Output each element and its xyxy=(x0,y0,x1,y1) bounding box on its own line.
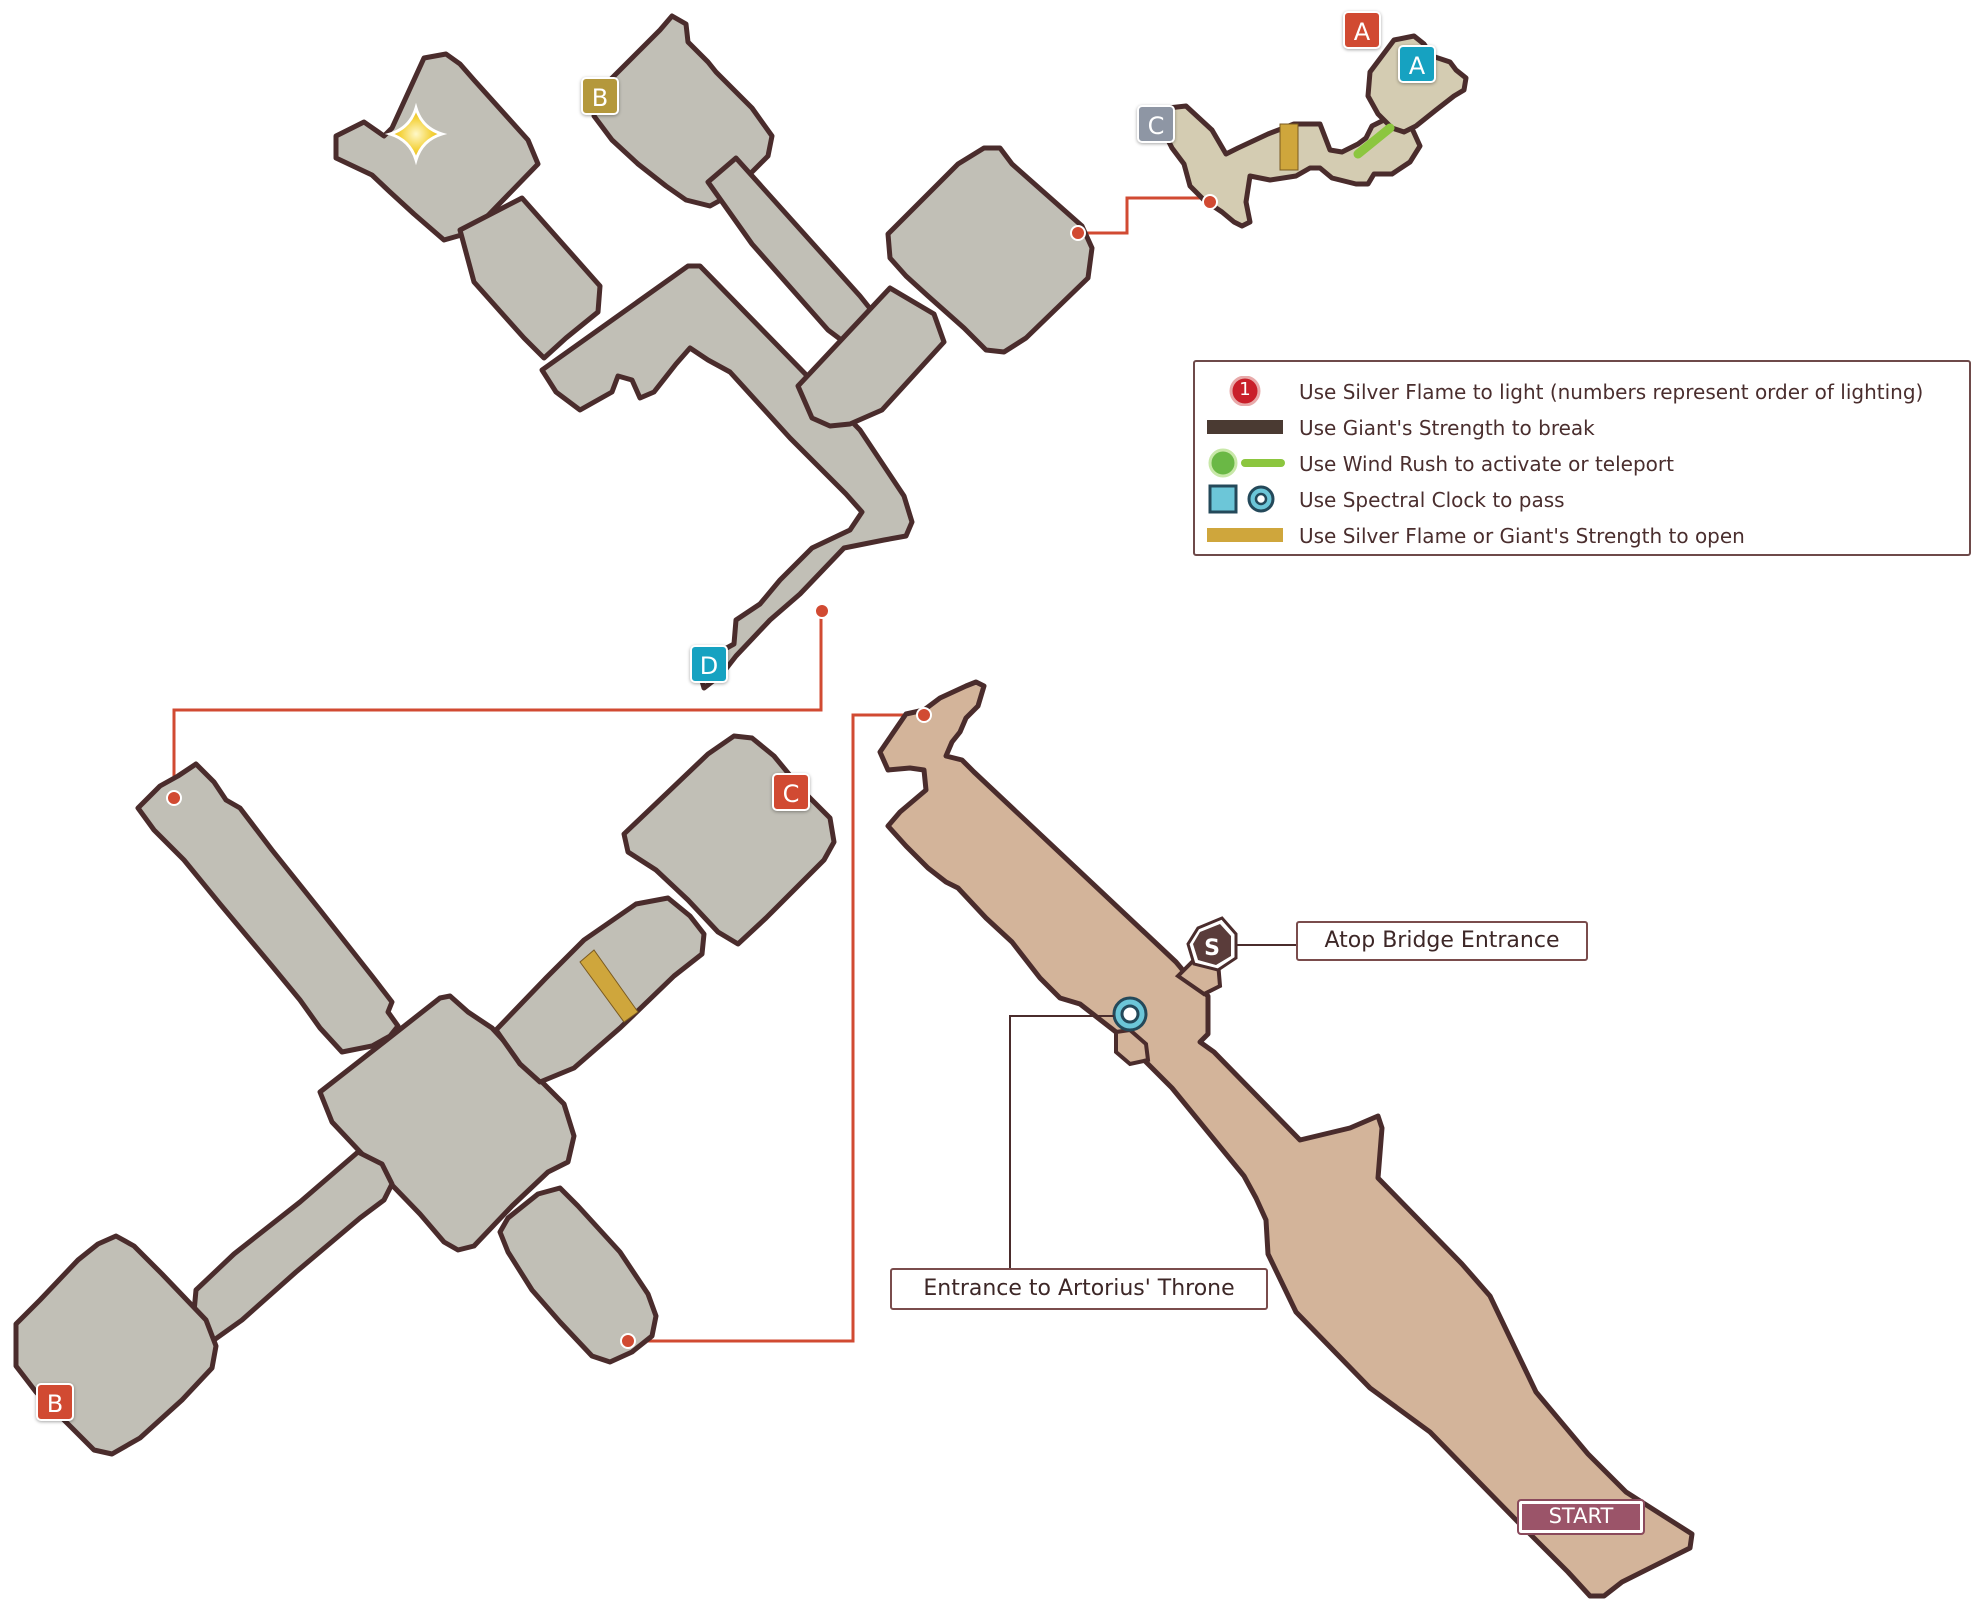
artorius-throne-label: Entrance to Artorius' Throne xyxy=(890,1268,1268,1310)
upper-right-room xyxy=(885,145,1095,355)
spectral-clock-marker xyxy=(1112,996,1148,1032)
connector-top-right xyxy=(1076,196,1212,235)
upper-left-corridor xyxy=(457,195,603,361)
marker-blue-a: A xyxy=(1398,45,1436,83)
connector-dots xyxy=(166,194,1218,1349)
cross-top-left-arm xyxy=(135,761,401,1055)
marker-red-c: C xyxy=(772,773,810,811)
legend-label: Use Wind Rush to activate or teleport xyxy=(1299,452,1674,476)
upper-bent-corridor xyxy=(539,263,915,691)
throne-leader xyxy=(1009,1015,1114,1270)
flame-number: 1 xyxy=(1239,379,1251,400)
map-legend: 1 Use Silver Flame to light (numbers rep… xyxy=(1193,360,1971,556)
wind-rush-icon xyxy=(1207,448,1287,478)
cross-bottom-left-arm xyxy=(191,1149,395,1343)
marker-gray-c: C xyxy=(1137,105,1175,143)
connector-dot xyxy=(166,790,182,806)
connector-dot xyxy=(1202,194,1218,210)
spectral-clock-icon xyxy=(1207,484,1287,514)
dark-bar-icon xyxy=(1207,412,1287,442)
connector-dot xyxy=(916,707,932,723)
upper-left-room xyxy=(333,51,541,243)
marker-red-a: A xyxy=(1343,11,1381,49)
upper-complex xyxy=(333,13,1095,691)
legend-item-spectral-clock: Use Spectral Clock to pass xyxy=(1195,484,1969,514)
legend-label: Use Silver Flame or Giant's Strength to … xyxy=(1299,524,1745,548)
connector-lower-to-bridge xyxy=(628,713,922,1343)
gold-bar-icon xyxy=(1207,520,1287,550)
connector-dot xyxy=(620,1333,636,1349)
atop-bridge-label: Atop Bridge Entrance xyxy=(1296,921,1588,961)
marker-red-b: B xyxy=(36,1383,74,1421)
connector-dot xyxy=(1070,225,1086,241)
marker-blue-d: D xyxy=(690,645,728,683)
legend-item-giant-strength: Use Giant's Strength to break xyxy=(1195,412,1969,442)
start-label: START xyxy=(1517,1499,1645,1535)
save-point-icon xyxy=(1186,916,1238,972)
wind-rush-bar xyxy=(1353,123,1395,159)
cross-center-room xyxy=(317,993,577,1253)
tan-top-room xyxy=(1365,33,1469,135)
gold-gates xyxy=(579,123,1299,1023)
numbered-flame-icon: 1 xyxy=(1207,375,1287,407)
gold-gate-top xyxy=(1279,123,1299,171)
connector-d-to-left xyxy=(172,611,823,798)
lower-cross xyxy=(13,733,837,1457)
bridge xyxy=(877,679,1695,1599)
legend-item-gold-gate: Use Silver Flame or Giant's Strength to … xyxy=(1195,520,1969,550)
star-marker xyxy=(384,102,448,166)
cross-bottom-left-room xyxy=(13,1233,219,1457)
connector-dot xyxy=(814,603,830,619)
legend-label: Use Giant's Strength to break xyxy=(1299,416,1595,440)
legend-label: Use Silver Flame to light (numbers repre… xyxy=(1299,380,1924,404)
upper-hub-link xyxy=(795,285,947,429)
marker-gold-b: B xyxy=(581,77,619,115)
upper-gold-b-room xyxy=(591,13,775,209)
legend-item-wind-rush: Use Wind Rush to activate or teleport xyxy=(1195,448,1969,478)
star-icon xyxy=(384,102,448,166)
save-point-glyph: S xyxy=(1204,936,1220,961)
cross-bottom-right-arm xyxy=(497,1185,659,1365)
gold-gate-lower xyxy=(579,949,639,1023)
legend-item-silver-flame: 1 Use Silver Flame to light (numbers rep… xyxy=(1195,375,1969,407)
legend-label: Use Spectral Clock to pass xyxy=(1299,488,1565,512)
label-leaders xyxy=(1009,944,1296,1270)
